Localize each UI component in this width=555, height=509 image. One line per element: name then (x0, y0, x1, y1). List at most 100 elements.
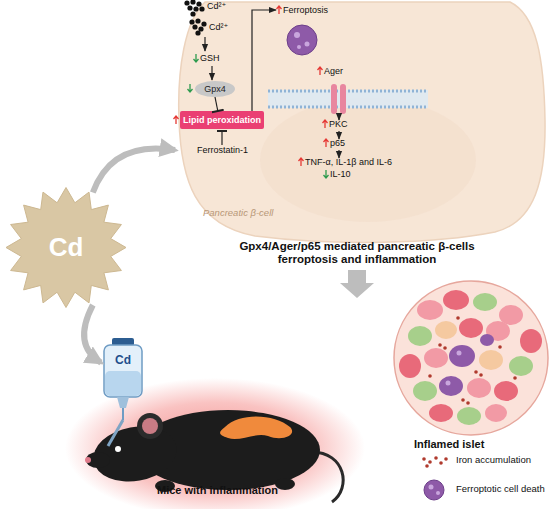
mouse-ear (137, 413, 163, 439)
increase-arrow (323, 120, 328, 128)
iron-dot (444, 457, 448, 461)
label-text: p65 (330, 138, 345, 148)
cell-spot (305, 42, 310, 47)
node-text: Lipid peroxidation (180, 115, 264, 125)
iron-dot (474, 370, 478, 374)
iron-dot (438, 343, 442, 347)
islet-cell (417, 300, 443, 320)
bottle-outline (117, 397, 129, 408)
pathway-arrow (204, 37, 205, 51)
iron-dot (513, 376, 517, 380)
ion-dot (189, 19, 194, 24)
pathway-arrow (211, 66, 212, 80)
decrease-arrow (194, 54, 199, 62)
pancreas (220, 416, 292, 438)
bottle-outline (122, 408, 124, 420)
inhibition-connector (215, 97, 218, 111)
mouse-illustration (85, 410, 343, 502)
islet-cell (509, 356, 533, 376)
iron-dot (498, 345, 502, 349)
islet-cell (494, 381, 518, 401)
cadmium-ions (184, 0, 206, 36)
islet-cell (424, 348, 448, 368)
cell-membrane (268, 84, 428, 114)
circle-outline (392, 280, 550, 456)
cell-body: Pancreatic β-cellGpx4Lipid peroxidation (175, 0, 548, 242)
islet-cell (408, 326, 432, 346)
ion-dot (190, 0, 195, 5)
cell-spot (436, 491, 440, 495)
ion-dot (195, 30, 200, 35)
islet-cell (399, 354, 421, 378)
oval-outline (195, 81, 235, 97)
label-text: IL-10 (330, 169, 351, 179)
ferroptotic-cell (480, 334, 494, 346)
iron-dot (434, 456, 438, 460)
iron-dot (428, 460, 432, 464)
iron-dot (456, 316, 460, 320)
node-text: Cd (5, 233, 127, 263)
cell-spot (297, 45, 301, 49)
ferroptotic-cell (439, 376, 463, 396)
cell-spot (457, 351, 462, 356)
blob-outline (179, 2, 545, 242)
increase-arrow (324, 139, 329, 147)
increase-arrow (299, 158, 304, 166)
iron-dot (439, 461, 443, 465)
ion-dot (199, 6, 204, 11)
water-bottle: Cd (100, 338, 146, 420)
islet-cell (520, 329, 542, 353)
cadmium-starburst: Cd (5, 185, 127, 310)
label-text: TNF-α, IL-1β and IL-6 (305, 157, 392, 167)
ion-dot (196, 1, 201, 6)
label-text: GSH (200, 53, 220, 63)
label-text: Ferrostatin-1 (197, 145, 248, 155)
increase-arrow (277, 6, 282, 14)
mouse-snout (86, 452, 110, 468)
decrease-arrow (324, 170, 329, 178)
receptor-symbol (340, 84, 346, 114)
islet-cell (473, 293, 497, 311)
receptor-symbol (331, 84, 337, 114)
label-text: Cd²⁺ (209, 22, 228, 32)
ion-dot (192, 24, 197, 29)
islet-cell (459, 318, 483, 338)
iron-dot (479, 373, 483, 377)
decrease-arrow (188, 84, 193, 92)
iron-dot (461, 398, 465, 402)
ion-dot (187, 5, 192, 10)
ion-dot (201, 21, 206, 26)
iron-dot (422, 457, 426, 461)
islet-cell (486, 321, 510, 341)
star-outline (6, 188, 126, 308)
islet-cell (413, 381, 437, 401)
pathway-arrow (338, 114, 339, 120)
legend-text: Ferroptotic cell death (456, 484, 545, 495)
exposure-arrow (93, 148, 175, 192)
process-box: Lipid peroxidation (180, 111, 264, 129)
legend-text: Iron accumulation (456, 455, 531, 466)
label-text: Ferroptosis (283, 5, 328, 15)
ferroptotic-cell (449, 345, 475, 367)
lipid-heads (268, 90, 428, 93)
lipid-heads (268, 106, 428, 109)
circle-outline (394, 281, 548, 435)
ion-dot (184, 0, 189, 5)
ion-dot (198, 26, 203, 31)
cell-spot (294, 32, 300, 38)
node-text: Mice with inflammation (157, 484, 278, 497)
cell-spot (429, 485, 434, 490)
label-text: PKC (329, 119, 348, 129)
node-text: Gpx4 (195, 84, 235, 94)
mouse-figure: Mice with inflammation (95, 372, 350, 507)
ferroptotic-cell (424, 480, 444, 500)
bottle-outline (100, 338, 146, 420)
bottle-outline (104, 345, 142, 397)
enzyme-oval: Gpx4 (195, 81, 235, 97)
node-text: Inflamed islet (414, 438, 484, 451)
bottle-outline (105, 371, 141, 396)
increase-arrow (318, 67, 323, 75)
